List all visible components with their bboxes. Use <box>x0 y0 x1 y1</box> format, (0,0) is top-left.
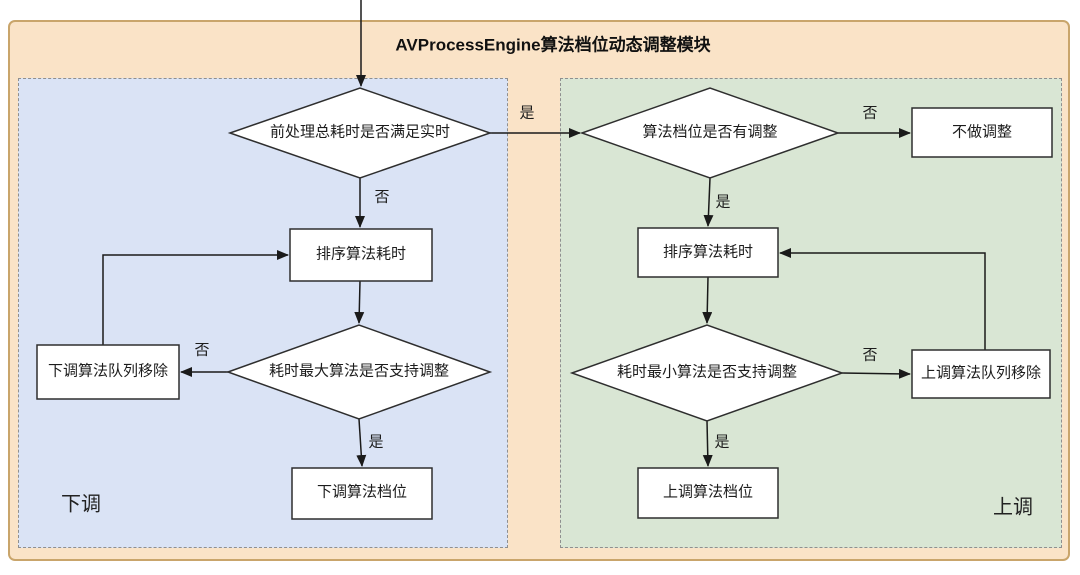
decision-preprocess-realtime-label: 前处理总耗时是否满足实时 <box>269 123 451 141</box>
edge-adjusted-yes <box>703 177 714 227</box>
decision-max-support-label: 耗时最大算法是否支持调整 <box>268 362 450 380</box>
process-no-adjust-label: 不做调整 <box>951 123 1013 141</box>
edge-label-adjusted-no: 否 <box>862 104 878 122</box>
process-upqueue-remove-label: 上调算法队列移除 <box>920 364 1042 382</box>
edge-max-yes <box>356 418 367 467</box>
edge-sort-to-maxdecision <box>354 280 365 324</box>
process-sort-cost-up-label: 排序算法耗时 <box>662 243 754 261</box>
edge-label-adjusted-yes: 是 <box>715 193 731 211</box>
process-gear-down-label: 下调算法档位 <box>316 483 408 501</box>
process-sort-cost-up-shape <box>637 227 779 278</box>
process-upqueue-remove-shape <box>911 349 1051 399</box>
process-sort-cost-down-label: 排序算法耗时 <box>315 245 407 263</box>
region-label-down: 下调 <box>61 493 101 516</box>
edge-downqueue-loop <box>102 250 289 345</box>
decision-gear-adjusted-shape <box>579 87 841 179</box>
edge-upqueue-loop <box>779 248 986 350</box>
edge-sort-to-mindecision <box>702 276 713 324</box>
edge-min-no <box>841 368 911 379</box>
decision-preprocess-realtime-shape <box>227 87 493 179</box>
edge-label-realtime-yes: 是 <box>519 104 535 122</box>
module-title: AVProcessEngine算法档位动态调整模块 <box>395 35 711 55</box>
decision-gear-adjusted-label: 算法档位是否有调整 <box>642 123 778 141</box>
edge-label-realtime-no: 否 <box>374 188 390 206</box>
process-no-adjust-shape <box>911 107 1053 158</box>
process-gear-down-shape <box>291 467 433 520</box>
edge-label-max-no: 否 <box>194 341 210 359</box>
process-gear-up-label: 上调算法档位 <box>662 483 754 501</box>
region-label-up: 上调 <box>993 496 1033 519</box>
process-downqueue-remove-shape <box>36 344 180 400</box>
process-downqueue-remove-label: 下调算法队列移除 <box>47 362 169 380</box>
decision-max-support-shape <box>225 324 493 420</box>
edge-label-min-yes: 是 <box>714 433 730 451</box>
edge-label-min-no: 否 <box>862 346 878 364</box>
decision-min-support-label: 耗时最小算法是否支持调整 <box>616 363 798 381</box>
edge-label-max-yes: 是 <box>368 433 384 451</box>
process-gear-up-shape <box>637 467 779 519</box>
decision-min-support-shape <box>569 324 845 422</box>
process-sort-cost-down-shape <box>289 228 433 282</box>
edge-min-yes <box>702 420 713 467</box>
